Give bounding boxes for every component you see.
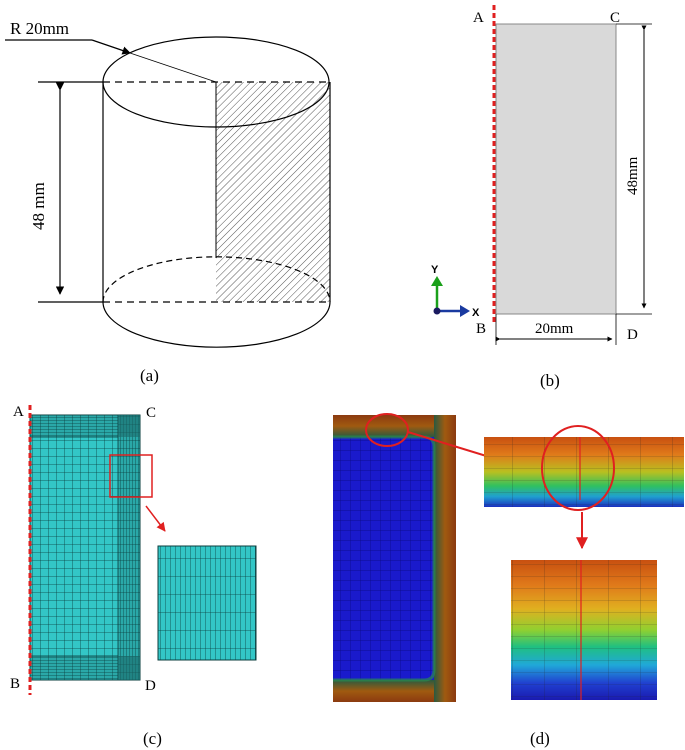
axis-y-label: Y <box>431 264 439 276</box>
hatched-section <box>216 82 330 302</box>
corner-d-b: D <box>627 327 638 343</box>
corner-c-c: C <box>146 405 156 421</box>
axis-triad: Y X <box>431 264 480 319</box>
panel-a: R 20mm 48 mm (a) <box>5 19 331 385</box>
corner-a-c: A <box>13 404 24 420</box>
height-label-b: 48mm <box>625 156 641 195</box>
corner-b-c: B <box>10 676 20 692</box>
panel-d: (d) <box>333 413 684 748</box>
corner-a-b: A <box>473 10 484 26</box>
height-label-a: 48 mm <box>29 182 48 230</box>
caption-a: (a) <box>140 366 159 385</box>
corner-c-b: C <box>610 10 620 26</box>
axis-x-label: X <box>472 307 480 319</box>
radius-leader <box>91 39 131 55</box>
caption-c: (c) <box>143 729 162 748</box>
contour-zoom-highlight <box>541 425 615 511</box>
zoom-highlight-box <box>109 454 153 498</box>
corner-b-b: B <box>476 321 486 337</box>
panel-c: A B C D (c) <box>10 404 257 748</box>
zoomed-mesh <box>157 545 257 661</box>
caption-b: (b) <box>540 371 560 390</box>
corner-d-c: D <box>145 678 156 694</box>
panel-b: A B C D 48mm 20mm Y X (b) <box>431 5 652 390</box>
contour-highlight <box>365 413 409 447</box>
radius-label: R 20mm <box>10 19 69 38</box>
domain-rectangle <box>495 23 617 315</box>
width-label-b: 20mm <box>535 321 574 337</box>
caption-d: (d) <box>530 729 550 748</box>
zoom-arrow-c <box>145 505 166 532</box>
cylinder-bottom-ellipse <box>102 301 331 348</box>
